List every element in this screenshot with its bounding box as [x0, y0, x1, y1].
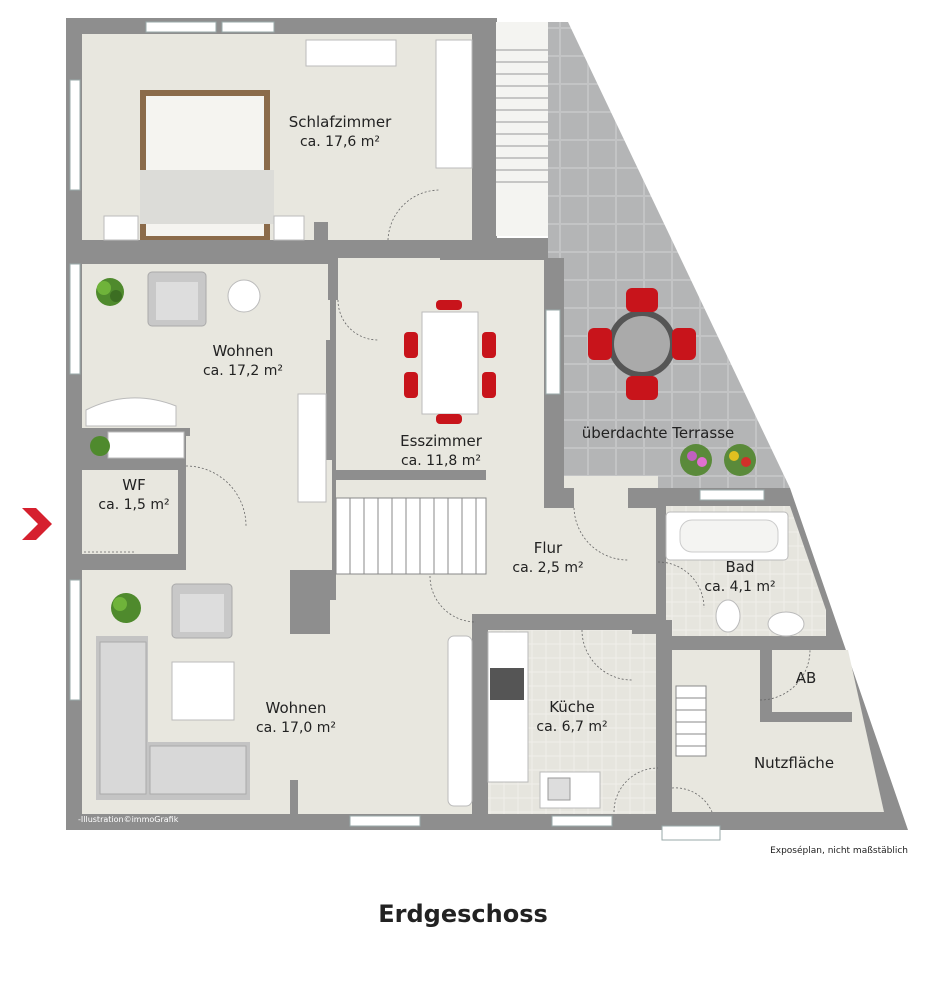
room-area-bad: ca. 4,1 m²	[704, 579, 775, 595]
room-area-wf: ca. 1,5 m²	[98, 497, 169, 513]
dresser	[305, 39, 397, 67]
plant-icon	[96, 278, 124, 306]
staircase	[335, 497, 487, 575]
room-area-wohnen-unten: ca. 17,0 m²	[256, 720, 336, 736]
floor-title: Erdgeschoss	[378, 900, 548, 928]
outside-stairs	[496, 49, 548, 183]
kitchen-counter	[487, 631, 601, 809]
room-name-kueche: Küche	[549, 698, 595, 716]
dining-table	[404, 300, 496, 424]
room-area-flur: ca. 2,5 m²	[512, 560, 583, 576]
wardrobe	[435, 39, 473, 169]
bed	[103, 90, 305, 241]
coffee-table	[171, 661, 235, 721]
room-labels: Schlafzimmer ca. 17,6 m² Wohnen ca. 17,2…	[98, 113, 834, 772]
terrace-floor	[548, 22, 790, 488]
room-area-schlafzimmer: ca. 17,6 m²	[300, 134, 380, 150]
room-name-esszimmer: Esszimmer	[400, 432, 483, 450]
illustration-credit: -Illustration©immoGrafik	[78, 815, 179, 824]
door-swings	[84, 189, 811, 813]
wf-fixtures	[90, 431, 185, 459]
scale-note: Exposéplan, nicht maßstäblich	[770, 846, 908, 856]
utility-stairs	[675, 685, 707, 757]
room-name-schlafzimmer: Schlafzimmer	[289, 113, 392, 131]
armchair-upper	[147, 271, 207, 327]
room-area-esszimmer: ca. 11,8 m²	[401, 453, 481, 469]
windows	[69, 21, 765, 841]
bathroom-fixtures	[665, 511, 805, 637]
flower-pots	[680, 444, 756, 476]
sideboard	[297, 393, 327, 503]
room-name-flur: Flur	[534, 539, 563, 557]
desk-curve	[85, 397, 177, 427]
entrance-arrow-icon	[22, 508, 52, 540]
room-name-bad: Bad	[725, 558, 754, 576]
room-name-wohnen-unten: Wohnen	[266, 699, 327, 717]
room-area-wohnen-oben: ca. 17,2 m²	[203, 363, 283, 379]
room-name-terrasse: überdachte Terrasse	[582, 424, 734, 442]
plant-icon-lower	[111, 593, 141, 623]
room-name-ab: AB	[796, 669, 817, 687]
terrace-table	[588, 288, 696, 400]
room-name-nutzflaeche: Nutzfläche	[754, 754, 834, 772]
armchair-lower	[171, 583, 233, 639]
tv-unit	[447, 635, 473, 807]
side-table	[227, 279, 261, 313]
room-name-wf: WF	[122, 476, 145, 494]
room-name-wohnen-oben: Wohnen	[213, 342, 274, 360]
room-area-kueche: ca. 6,7 m²	[536, 719, 607, 735]
